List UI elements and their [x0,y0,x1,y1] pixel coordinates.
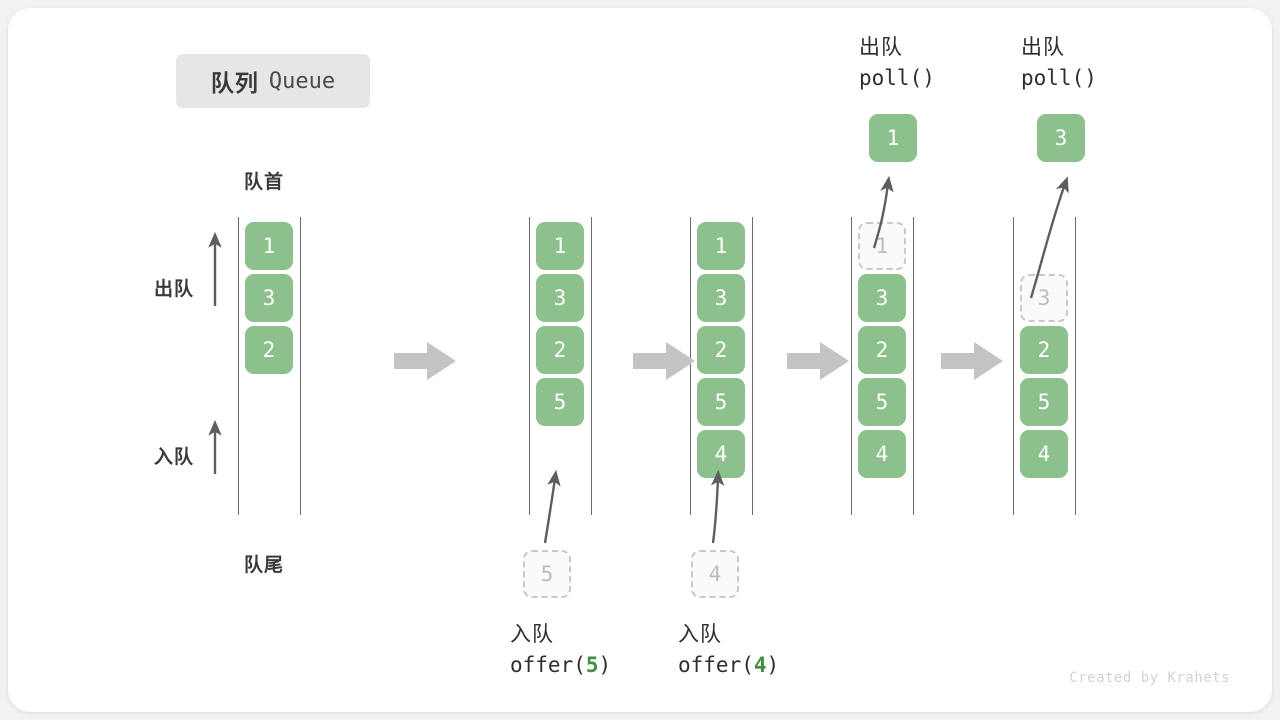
operation-caption-offer-5: 入队 offer(5) [510,620,611,680]
operation-label-cn: 出队 [859,36,903,59]
queue-column-state-initial: 1 3 2 [238,217,302,515]
poll-result-cell-1: 1 [869,114,917,162]
queue-cell: 2 [536,326,584,374]
queue-cell: 1 [697,222,745,270]
fn-arg: 4 [753,653,767,677]
queue-cell: 2 [245,326,293,374]
operation-caption-offer-4: 入队 offer(4) [678,620,779,680]
queue-rail-right [1075,217,1076,515]
step-arrow-2 [633,342,695,380]
step-arrow-3 [787,342,849,380]
queue-column-state-poll-1: 1 3 2 5 4 [851,217,915,515]
queue-cell: 2 [858,326,906,374]
fn-prefix: offer( [510,653,586,677]
queue-rail-left [238,217,239,515]
operation-label-cn: 入队 [678,623,722,646]
operation-caption-poll-1: 出队 poll() [859,33,935,93]
fn-prefix: offer( [678,653,754,677]
queue-cell: 4 [697,430,745,478]
arrows-overlay [208,175,1069,544]
operation-label-cn: 出队 [1021,36,1065,59]
queue-cell-removed: 1 [858,222,906,270]
queue-cell: 2 [1020,326,1068,374]
queue-rail-right [752,217,753,515]
fn-arg: 5 [585,653,599,677]
label-queue-head: 队首 [244,172,285,193]
step-arrow-4 [941,342,1003,380]
queue-cell: 3 [697,274,745,322]
queue-cell-removed: 3 [1020,274,1068,322]
queue-cell: 5 [858,378,906,426]
queue-column-state-after-offer-4: 1 3 2 5 4 [690,217,754,515]
queue-column-state-poll-3: 3 2 5 4 [1013,217,1077,515]
queue-rail-left [690,217,691,515]
fn-prefix: poll( [859,66,923,90]
title-chinese: 队列 [210,70,259,96]
fn-suffix: ) [598,653,612,677]
operation-signature: poll() [859,63,935,93]
diagram-card: 队列 Queue 队首 队尾 出队 入队 1 3 2 1 3 2 5 [8,8,1272,712]
queue-rail-right [591,217,592,515]
operation-signature: offer(5) [510,650,611,680]
operation-caption-poll-3: 出队 poll() [1021,33,1097,93]
fn-suffix: ) [1084,66,1097,90]
fn-suffix: ) [922,66,935,90]
operation-label-cn: 入队 [510,623,554,646]
watermark-credit: Created by Krahets [1069,670,1230,686]
label-dequeue-direction: 出队 [154,279,195,300]
queue-cell: 5 [1020,378,1068,426]
operation-signature: offer(4) [678,650,779,680]
queue-cell: 1 [245,222,293,270]
queue-rail-right [913,217,914,515]
queue-cell: 5 [536,378,584,426]
label-queue-tail: 队尾 [244,555,285,576]
queue-column-state-after-offer-5: 1 3 2 5 [529,217,593,515]
queue-cell: 2 [697,326,745,374]
offer-source-cell-4: 4 [691,550,739,598]
queue-cell: 3 [536,274,584,322]
queue-cell: 3 [858,274,906,322]
operation-signature: poll() [1021,63,1097,93]
queue-rail-left [851,217,852,515]
poll-result-cell-3: 3 [1037,114,1085,162]
step-arrow-1 [394,342,456,380]
queue-rail-right [300,217,301,515]
offer-source-cell-5: 5 [523,550,571,598]
queue-cell: 3 [245,274,293,322]
fn-prefix: poll( [1021,66,1085,90]
label-enqueue-direction: 入队 [154,447,195,468]
queue-cell: 1 [536,222,584,270]
queue-cell: 4 [858,430,906,478]
title-english: Queue [268,68,336,94]
queue-cell: 5 [697,378,745,426]
queue-cell: 4 [1020,430,1068,478]
fn-suffix: ) [766,653,780,677]
diagram-title-badge: 队列 Queue [176,54,370,108]
queue-rail-left [1013,217,1014,515]
queue-rail-left [529,217,530,515]
